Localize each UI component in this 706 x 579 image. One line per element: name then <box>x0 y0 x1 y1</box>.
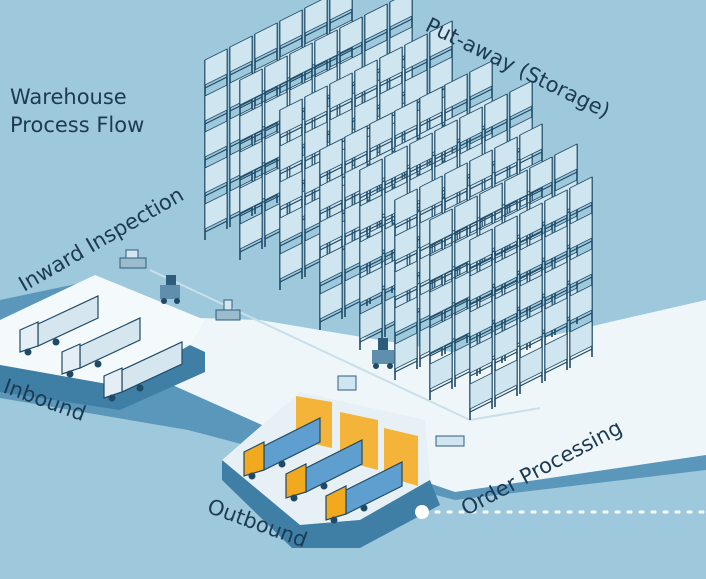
outbound-truck-icon <box>285 439 363 502</box>
storage-racks <box>204 0 593 420</box>
outbound-truck-icon <box>325 461 403 524</box>
path-start-dot <box>415 505 429 519</box>
forklift-icon <box>160 275 180 304</box>
inbound-truck-icon <box>19 295 99 356</box>
inspection-equipment <box>119 249 465 447</box>
rack-row <box>469 176 593 420</box>
order-processing-path <box>415 505 706 519</box>
inbound-truck-icon <box>103 341 183 402</box>
title-line-1: Warehouse <box>10 85 127 109</box>
pallet-jack-icon <box>215 299 241 321</box>
forklift-icon <box>372 338 394 369</box>
cart-icon <box>337 375 357 391</box>
outbound-truck-icon <box>243 417 321 480</box>
inbound-truck-icon <box>61 317 141 378</box>
title-line-2: Process Flow <box>10 113 144 137</box>
inspection-table-icon <box>119 249 147 269</box>
conveyor-icon <box>435 435 465 447</box>
inbound-trucks <box>19 295 183 402</box>
outbound-dock <box>243 396 418 524</box>
